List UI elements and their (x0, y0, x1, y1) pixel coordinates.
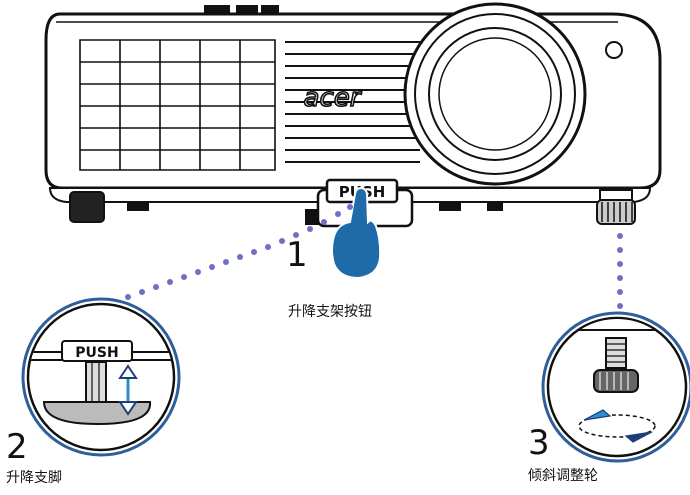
leader-line-right (617, 233, 623, 309)
rotate-arrows-icon (578, 409, 656, 443)
callout-3-caption: 倾斜调整轮 (528, 468, 598, 484)
svg-text:PUSH: PUSH (75, 345, 118, 361)
callout-2-caption: 升降支脚 (6, 470, 62, 486)
lens (403, 2, 587, 186)
pointing-finger-icon (331, 186, 382, 280)
projector-illustration (44, 2, 662, 228)
leader-line-left (83, 204, 353, 315)
brand-logo: acer (304, 83, 363, 113)
callout-2-number: 2 (6, 427, 28, 467)
detail-circle-elevator-foot: PUSH (21, 297, 181, 457)
vent-grille (79, 39, 276, 171)
callout-1-caption: 升降支架按钮 (288, 304, 372, 320)
callout-3-number: 3 (528, 423, 550, 463)
up-down-arrow-icon (118, 364, 138, 416)
detail-circle-tilt-wheel (541, 311, 690, 463)
callout-1-number: 1 (286, 235, 308, 275)
